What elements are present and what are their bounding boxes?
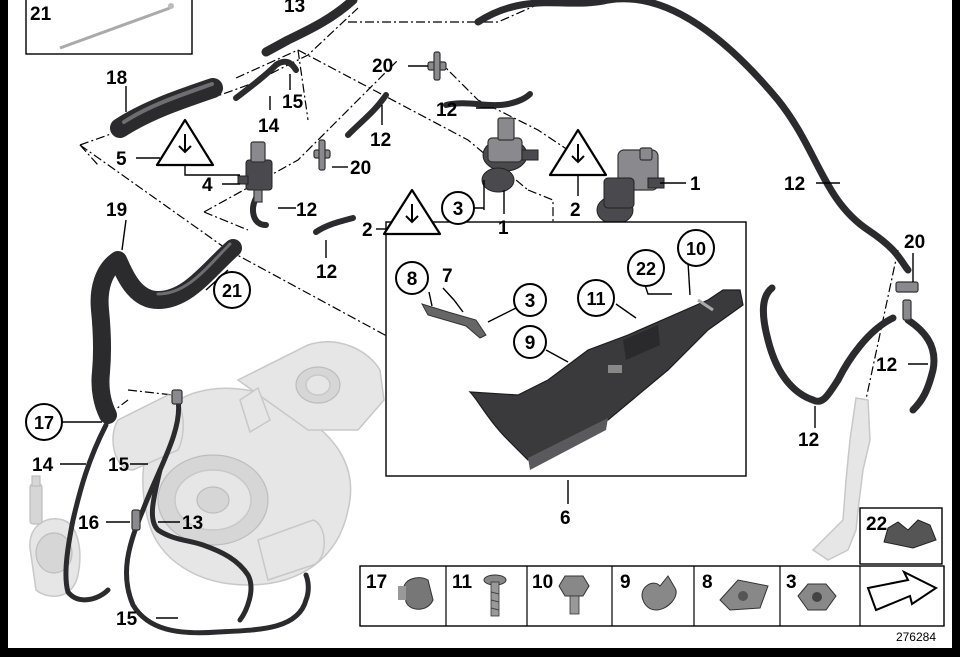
callout-18: 18 <box>106 68 127 89</box>
screw-icon <box>483 574 507 617</box>
warning-triangles <box>155 118 608 236</box>
circled-callout-3: 3 <box>525 291 536 312</box>
callout-5: 5 <box>116 149 127 170</box>
callout-14-left: 14 <box>32 455 54 476</box>
callout-12-f: 12 <box>876 355 897 376</box>
t-connector-20c <box>895 281 919 293</box>
rubber-mount-icon <box>883 519 937 549</box>
legend-label-8: 8 <box>702 572 713 593</box>
legend-label-11: 11 <box>452 572 473 593</box>
legend-label-10: 10 <box>532 572 553 593</box>
document-number: 276284 <box>896 630 936 644</box>
callout-1-mid: 1 <box>498 218 509 239</box>
caution-triangle-icon <box>382 188 442 236</box>
callout-15-left: 15 <box>108 455 130 476</box>
callout-19: 19 <box>106 200 127 221</box>
circled-callout-22: 22 <box>636 259 656 279</box>
callout-1-right: 1 <box>690 174 701 195</box>
diagram-canvas: 21 13 18 15 14 5 4 20 12 12 20 12 12 2 1… <box>25 0 945 644</box>
legend-label-9: 9 <box>620 572 631 593</box>
callout-13-top: 13 <box>284 0 305 17</box>
hex-bolt-icon <box>558 575 590 615</box>
t-connector-20c-stem <box>902 299 912 321</box>
callout-12-b: 12 <box>370 130 391 151</box>
circled-callout-9: 9 <box>525 333 536 354</box>
circled-callout-21: 21 <box>222 281 242 301</box>
callout-20-c: 20 <box>904 232 925 253</box>
callout-20-b: 20 <box>350 158 371 179</box>
caution-triangle-icon <box>548 128 608 177</box>
spring-clip-icon <box>641 575 677 611</box>
callout-15-bottom: 15 <box>116 609 138 630</box>
hose-clamp-icon <box>398 577 434 610</box>
callout-4: 4 <box>202 175 213 196</box>
callout-21-top: 21 <box>30 4 52 25</box>
callout-6: 6 <box>560 508 571 529</box>
circled-callouts: 3 21 8 3 9 11 22 10 17 <box>25 191 715 441</box>
callout-12-a: 12 <box>436 100 457 121</box>
caution-triangle-icon <box>155 118 215 167</box>
legend-dividers <box>445 566 861 626</box>
callout-14-top: 14 <box>258 116 280 137</box>
connectors <box>131 51 919 531</box>
bracket-7 <box>420 303 487 339</box>
assembly-arrow-icon <box>866 569 938 612</box>
callout-12-e: 12 <box>784 174 805 195</box>
cable-tie-head <box>168 3 174 9</box>
circled-callout-17: 17 <box>34 413 54 433</box>
callout-2-left: 2 <box>362 220 373 241</box>
connector-16 <box>131 509 141 531</box>
callout-12-c: 12 <box>296 200 317 221</box>
legend-label-3: 3 <box>786 572 797 593</box>
callout-20-a: 20 <box>372 56 393 77</box>
parts-diagram: 21 13 18 15 14 5 4 20 12 12 20 12 12 2 1… <box>8 0 952 648</box>
oil-dipstick-tube <box>811 397 871 561</box>
turbocharger <box>29 341 385 597</box>
callout-2-right: 2 <box>570 200 581 221</box>
circled-callout-10: 10 <box>686 239 706 259</box>
legend-label-17: 17 <box>366 572 387 593</box>
callout-12-d: 12 <box>316 262 337 283</box>
circled-callout-11: 11 <box>586 289 605 309</box>
cable-tie-part <box>59 6 171 50</box>
sheet-metal-nut-icon <box>719 579 769 611</box>
holder-bracket <box>468 289 744 470</box>
callout-16: 16 <box>78 513 99 534</box>
callout-7: 7 <box>442 266 453 287</box>
valves <box>237 117 665 225</box>
clamp-17-part <box>171 389 183 405</box>
callout-15-top: 15 <box>282 92 304 113</box>
legend-labels: 17 11 10 9 8 3 22 <box>366 514 887 593</box>
callout-12-g: 12 <box>798 430 819 451</box>
circled-callout-8: 8 <box>407 269 418 290</box>
t-connector-20a-stem <box>433 51 441 81</box>
inset-label-22: 22 <box>866 514 887 535</box>
callout-labels: 21 13 18 15 14 5 4 20 12 12 20 12 12 2 1… <box>30 0 925 630</box>
hex-nut-icon <box>797 583 837 611</box>
t-connector-20b-stem <box>318 139 326 171</box>
circled-callout-3-triangle: 3 <box>453 199 464 220</box>
callout-13-left: 13 <box>182 513 203 534</box>
